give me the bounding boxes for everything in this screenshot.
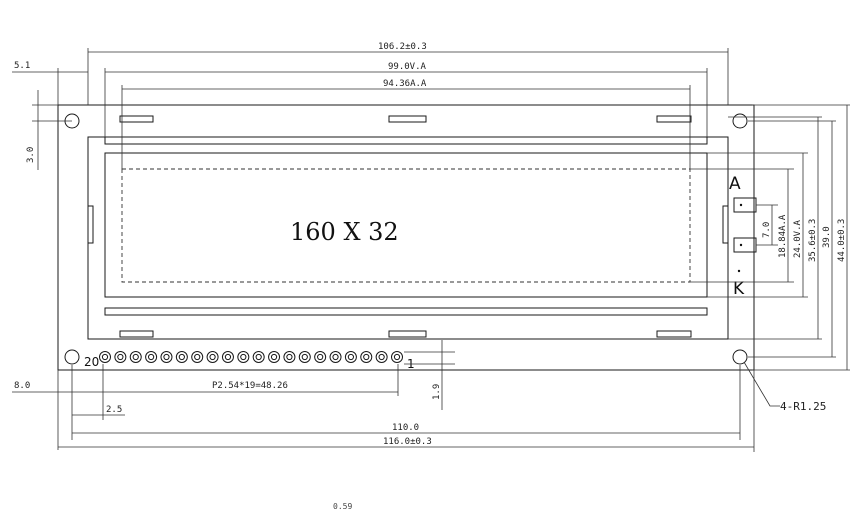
dim-led-height: 7.0	[762, 222, 772, 238]
pcb-outline	[57, 104, 755, 371]
connector-pin-hole	[101, 353, 109, 361]
bezel-tab-bottom-mid	[388, 330, 427, 338]
connector-pin-hole	[317, 353, 324, 361]
connector-pin-hole	[240, 353, 247, 361]
connector-pin-hole	[393, 353, 401, 361]
connector-pin-hole	[347, 353, 354, 361]
connector-pin-hole	[378, 353, 385, 361]
mounting-hole-bottom-left	[64, 349, 80, 365]
led-pin-cathode-dot	[739, 243, 743, 247]
bezel-tab-top-mid	[388, 115, 427, 123]
bezel-tab-right	[722, 205, 729, 244]
connector-pin-hole	[209, 353, 216, 361]
led-pin-cathode	[733, 237, 757, 253]
dim-pin-pitch: P2.54*19=48.26	[212, 381, 288, 391]
light-guide-bottom	[104, 307, 708, 316]
connector-pin	[99, 351, 111, 363]
dim-pcb-height: 44.0±0.3	[837, 219, 847, 262]
connector-pin	[191, 351, 204, 363]
bezel-outline	[87, 136, 729, 340]
bezel-tab-bottom-left	[119, 330, 154, 338]
dim-hole-pitch-height: 39.0	[822, 226, 832, 248]
dim-viewing-area-height: 24.0V.A	[793, 219, 803, 258]
mounting-hole-top-right	[732, 113, 748, 129]
dim-active-area-width: 94.36A.A	[383, 79, 427, 89]
bezel-tab-left	[87, 205, 94, 244]
bezel-tab-top-right	[656, 115, 692, 123]
connector-pin	[252, 351, 265, 363]
connector-pin-hole	[117, 353, 124, 361]
dim-cut-value: 0.59	[333, 502, 352, 510]
connector-pin	[114, 351, 127, 363]
connector-pin	[283, 351, 296, 363]
cathode-mark	[737, 269, 741, 273]
connector-pin-hole	[178, 353, 185, 361]
connector-pin	[391, 351, 403, 363]
bezel-tab-bottom-right	[656, 330, 692, 338]
led-pin-anode	[733, 197, 757, 213]
connector-pin-hole	[148, 353, 155, 361]
dim-bezel-height: 35.6±0.3	[808, 219, 818, 262]
connector-pin-hole	[301, 353, 308, 361]
light-guide-top	[104, 136, 708, 145]
led-pin-anode-dot	[739, 203, 743, 207]
dim-pin-row-height: 1.9	[432, 384, 442, 400]
cathode-label: K	[733, 279, 745, 299]
dim-pin-edge-offset: 8.0	[14, 381, 30, 391]
resolution-label: 160 X 32	[290, 218, 399, 246]
connector-pin	[237, 351, 250, 363]
connector-pin-hole	[270, 353, 278, 361]
connector-pin-hole	[163, 353, 170, 361]
dim-active-area-height: 18.84A.A	[778, 214, 788, 258]
viewing-area	[104, 152, 708, 298]
connector-pin	[160, 351, 173, 363]
connector-pin-hole	[286, 353, 293, 361]
bezel-tab-top-left	[119, 115, 154, 123]
connector-pin	[206, 351, 219, 363]
dim-viewing-area-width: 99.0V.A	[388, 62, 427, 72]
pin-label-last: 20	[84, 355, 99, 369]
mounting-hole-bottom-right	[732, 349, 748, 365]
connector-pin-hole	[194, 353, 201, 361]
connector-pin	[298, 351, 311, 363]
dim-hole-spacing: 110.0	[392, 423, 419, 433]
dim-hole-radius: 4-R1.25	[780, 400, 826, 413]
connector-pin-hole	[332, 353, 339, 361]
connector-pin-hole	[224, 353, 232, 361]
dim-pcb-width: 116.0±0.3	[383, 437, 432, 447]
anode-label: A	[729, 174, 741, 194]
connector-pin-hole	[255, 353, 262, 361]
connector-pins	[99, 351, 403, 363]
connector-pin	[268, 351, 281, 363]
dim-hole-offset: 3.0	[26, 147, 36, 163]
connector-pin	[329, 351, 342, 363]
connector-pin	[129, 351, 142, 363]
connector-pin	[360, 351, 373, 363]
connector-pin	[314, 351, 327, 363]
connector-pin	[145, 351, 158, 363]
connector-pin	[375, 351, 388, 363]
connector-pin-hole	[363, 353, 370, 361]
active-area	[121, 168, 691, 283]
connector-pin-hole	[132, 353, 139, 361]
connector-pin	[175, 351, 188, 363]
connector-pin	[221, 351, 234, 363]
dim-first-pin-offset: 2.5	[106, 405, 122, 415]
dim-left-offset: 5.1	[14, 61, 30, 71]
connector-pin	[344, 351, 357, 363]
dim-bezel-width: 106.2±0.3	[378, 42, 427, 52]
